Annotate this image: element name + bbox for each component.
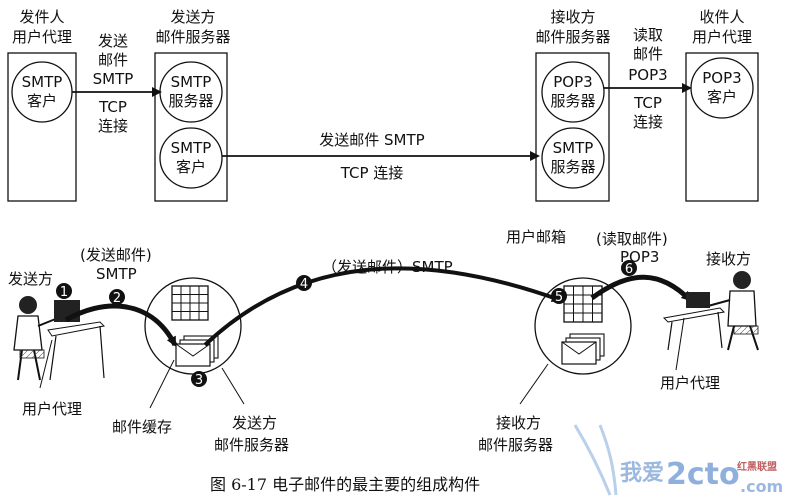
receiver-agent-client-1: POP3 [702, 69, 741, 87]
svg-text:1: 1 [60, 285, 68, 300]
send-arrow-1: 发送 [98, 32, 128, 50]
step2-label-2: SMTP [96, 265, 137, 283]
sender-server-smtp-server-2: 服务器 [168, 92, 213, 110]
receiver-agent-box [685, 52, 759, 202]
sender-user-agent: 发件人 用户代理 SMTP 客户 [7, 8, 77, 202]
sender-to-server-arrow [64, 303, 178, 347]
sender-person-icon [13, 296, 106, 381]
sender-agent-title-2: 用户代理 [12, 28, 72, 46]
pointer-lines [39, 317, 685, 409]
step-badge-1: 1 [56, 283, 72, 300]
read-arrow-3: POP3 [628, 66, 667, 84]
step4-label: （发送邮件）SMTP [322, 258, 453, 276]
read-arrow-2: 邮件 [633, 45, 663, 63]
watermark-left: 我爱 [620, 461, 664, 486]
user-agent-right-label: 用户代理 [660, 374, 720, 392]
server-grid-icon [171, 285, 209, 321]
receiver-server-pop3-2: 服务器 [550, 92, 595, 110]
receiver-server-title-2: 邮件服务器 [535, 28, 610, 46]
svg-text:5: 5 [555, 290, 563, 305]
pop3-client-circle [690, 57, 754, 119]
receiver-server-label-2: 邮件服务器 [478, 436, 553, 454]
watermark-tag: 红黑联盟 [737, 460, 777, 473]
step-badge-4: 4 [296, 275, 312, 292]
server-to-server-arrow: 发送邮件 SMTP TCP 连接 [222, 131, 540, 182]
sender-server-label-2: 邮件服务器 [214, 436, 289, 454]
receiver-agent-client-2: 客户 [707, 88, 737, 106]
smtp-receiver-circle [541, 127, 605, 189]
figure-caption: 图 6-17 电子邮件的最主要的组成构件 [210, 475, 480, 494]
sender-server-title-1: 发送方 [170, 8, 215, 26]
receiver-server-label-1: 接收方 [496, 414, 541, 432]
smtp-server-circle [159, 61, 223, 123]
send-arrow-5: 连接 [98, 117, 128, 135]
server-to-server-curve [203, 266, 562, 347]
send-arrow-4: TCP [98, 98, 127, 116]
sender-server-smtp-client-1: SMTP [171, 139, 212, 157]
svg-text:4: 4 [300, 277, 308, 292]
sender-agent-title-1: 发件人 [19, 8, 64, 26]
svg-text:6: 6 [625, 262, 633, 277]
receiver-label: 接收方 [706, 250, 751, 268]
mailbox-grid-icon [563, 285, 603, 323]
mailbox-label: 用户邮箱 [506, 228, 566, 246]
step-badge-2: 2 [109, 289, 125, 306]
sender-server-title-2: 邮件服务器 [155, 28, 230, 46]
receiver-server-smtp-1: SMTP [553, 139, 594, 157]
step6-label-2: POP3 [620, 248, 659, 266]
middle-arrow-bottom: TCP 连接 [340, 164, 404, 182]
read-arrow-4: TCP [633, 94, 662, 112]
mailbox-to-receiver-arrow [590, 274, 692, 302]
send-mail-arrow: 发送 邮件 SMTP TCP 连接 [72, 32, 162, 135]
step-badge-5: 5 [551, 288, 567, 305]
svg-text:3: 3 [195, 373, 203, 388]
sender-server-box [154, 52, 228, 202]
sender-label: 发送方 [8, 270, 53, 288]
watermark-suffix: .com [740, 477, 783, 496]
sender-mail-server: 发送方 邮件服务器 SMTP 服务器 SMTP 客户 [154, 8, 231, 202]
receiver-server-smtp-2: 服务器 [550, 158, 595, 176]
middle-arrow-top: 发送邮件 SMTP [319, 131, 424, 149]
svg-text:2: 2 [113, 291, 121, 306]
watermark-brand: 2cto [666, 457, 740, 492]
sender-server-node [144, 277, 242, 375]
user-agent-left-label: 用户代理 [22, 400, 82, 418]
step-badge-6: 6 [621, 260, 637, 277]
receiver-envelopes-icon [561, 333, 605, 365]
read-arrow-1: 读取 [633, 26, 663, 44]
receiver-mail-server: 接收方 邮件服务器 POP3 服务器 SMTP 服务器 [535, 8, 611, 202]
receiver-server-node [534, 277, 632, 375]
pop3-server-circle [541, 61, 605, 123]
receiver-server-title-1: 接收方 [550, 8, 595, 26]
step-badge-3: 3 [191, 371, 207, 388]
mail-cache-label: 邮件缓存 [112, 418, 172, 436]
sender-agent-box [7, 52, 77, 202]
receiver-person-icon [662, 271, 759, 351]
send-arrow-3: SMTP [93, 70, 134, 88]
watermark: 我爱 2cto .com 红黑联盟 [573, 424, 783, 496]
sender-agent-client-2: 客户 [27, 92, 57, 110]
sender-server-smtp-server-1: SMTP [171, 73, 212, 91]
receiver-agent-title-1: 收件人 [699, 8, 744, 26]
receiver-server-pop3-1: POP3 [553, 73, 592, 91]
send-arrow-2: 邮件 [98, 51, 128, 69]
receiver-agent-title-2: 用户代理 [692, 28, 752, 46]
smtp-client-circle [159, 127, 223, 189]
receiver-server-box [535, 52, 610, 202]
sender-server-label-1: 发送方 [232, 414, 277, 432]
read-mail-arrow: 读取 邮件 POP3 TCP 连接 [604, 26, 692, 131]
sender-agent-client-1: SMTP [22, 73, 63, 91]
step6-label-1: (读取邮件) [596, 230, 668, 248]
read-arrow-5: 连接 [633, 113, 663, 131]
step2-label-1: (发送邮件) [80, 246, 152, 264]
receiver-user-agent: 收件人 用户代理 POP3 客户 [685, 8, 759, 202]
sender-server-smtp-client-2: 客户 [176, 158, 206, 176]
